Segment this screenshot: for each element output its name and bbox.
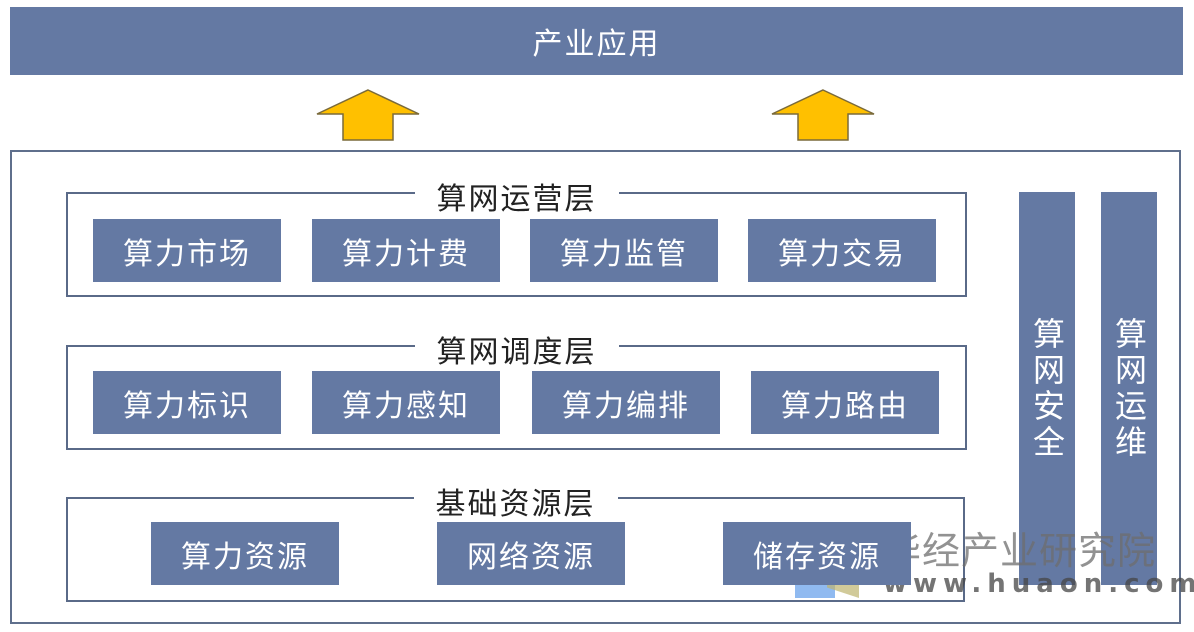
layer-item: 算力监管 [530,219,718,282]
layer-title: 基础资源层 [413,479,618,523]
security-bar: 算网安全 [1019,192,1075,585]
layer-item: 算力路由 [751,371,939,434]
layer-item: 算力资源 [151,522,339,585]
resource-layer: 基础资源层 [66,479,965,602]
operations-bar: 算网运维 [1101,192,1157,585]
operations-label: 算网运维 [1110,316,1148,461]
security-label: 算网安全 [1028,316,1066,461]
watermark-en: www.huaon.com [883,569,1194,599]
operation-layer: 算网运营层 [66,174,967,297]
layer-item: 算力市场 [93,219,281,282]
layer-title: 算网运营层 [414,174,619,218]
layer-item: 算力感知 [312,371,500,434]
scheduling-layer: 算网调度层 [66,327,967,450]
layer-item: 算力计费 [312,219,500,282]
up-arrow-icon [316,89,420,141]
layer-item: 算力标识 [93,371,281,434]
layer-item: 网络资源 [437,522,625,585]
layer-title: 算网调度层 [414,327,619,371]
layer-item: 算力编排 [532,371,720,434]
layer-item: 算力交易 [748,219,936,282]
architecture-frame [10,150,1181,624]
watermark-cn: 华经产业研究院 [883,529,1157,573]
up-arrow-icon [771,89,875,141]
layer-item: 储存资源 [723,522,911,585]
industry-application-bar: 产业应用 [10,7,1183,75]
